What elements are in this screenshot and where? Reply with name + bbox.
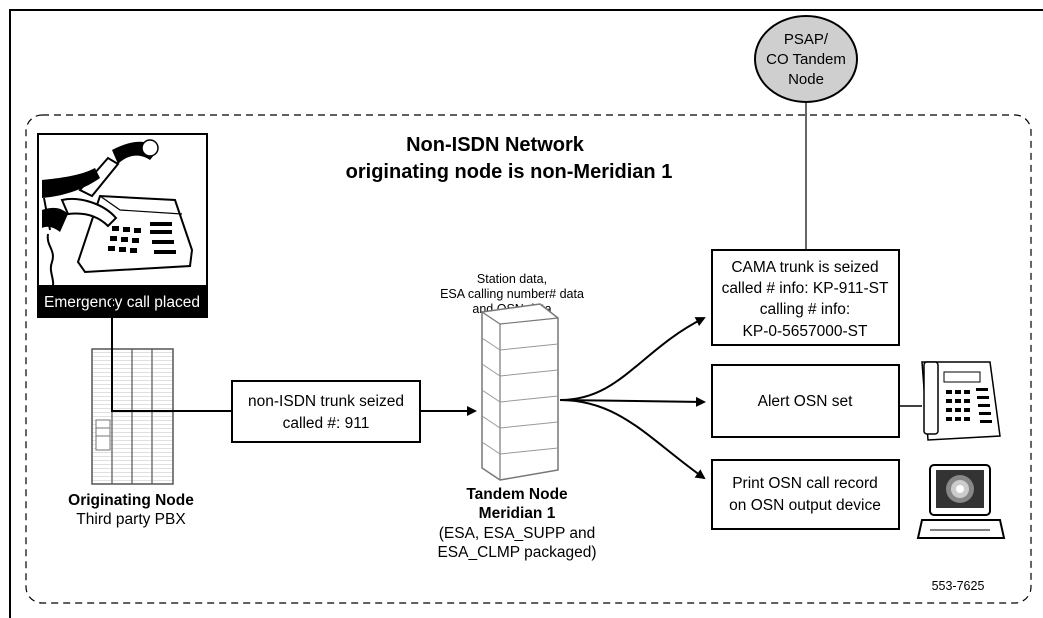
emergency-phone-illustration: Emergency call placed	[37, 133, 208, 318]
network-subtitle: originating node is non-Meridian 1	[346, 161, 673, 183]
trunk-seized-box: non-ISDN trunk seized called #: 911	[231, 380, 421, 443]
osn-output-device-icon	[916, 464, 1006, 539]
network-title: Non-ISDN Network	[406, 134, 585, 156]
tandem-node-cabinet-icon	[481, 303, 559, 481]
psap-node: PSAP/ CO Tandem Node	[754, 15, 858, 103]
station-data-line-1: Station data,	[477, 272, 547, 286]
cama-box-line-1: CAMA trunk is seized	[731, 259, 878, 276]
arrow-to-alert	[559, 396, 706, 407]
cama-trunk-box: CAMA trunk is seized called # info: KP-9…	[711, 249, 900, 346]
cama-box-line-3: calling # info:	[760, 301, 850, 318]
pbx-cabinet-icon	[91, 348, 174, 485]
tandem-node-line-1: Tandem Node	[466, 486, 568, 503]
print-box-line-1: Print OSN call record	[732, 475, 878, 492]
tandem-node-line-2: Meridian 1	[479, 505, 556, 522]
print-box-line-2: on OSN output device	[729, 497, 881, 514]
arrow-to-cama	[559, 317, 706, 401]
originating-node-name: Originating Node	[68, 492, 194, 509]
alert-box-line-1: Alert OSN set	[758, 393, 853, 410]
cama-box-line-4: KP-0-5657000-ST	[743, 323, 868, 340]
psap-label-3: Node	[788, 71, 824, 88]
osn-phone-set-icon	[921, 361, 1001, 441]
tandem-node-line-4: ESA_CLMP packaged)	[437, 544, 596, 561]
trunk-box-line-1: non-ISDN trunk seized	[248, 393, 404, 410]
alert-osn-box: Alert OSN set	[711, 364, 900, 438]
arrow-to-print	[559, 399, 706, 480]
network-boundary	[25, 114, 1032, 604]
print-osn-record-box: Print OSN call record on OSN output devi…	[711, 459, 900, 530]
figure-number: 553-7625	[932, 579, 985, 593]
call-path-line	[111, 299, 232, 412]
trunk-box-line-2: called #: 911	[283, 415, 370, 432]
station-data-line-2: ESA calling number# data	[440, 287, 584, 301]
psap-label-2: CO Tandem	[766, 51, 846, 68]
figure-frame	[9, 9, 1043, 618]
cama-box-line-2: called # info: KP-911-ST	[722, 280, 889, 297]
emergency-caption: Emergency call placed	[44, 294, 200, 311]
originating-node-detail: Third party PBX	[76, 511, 186, 528]
emergency-caption-bg	[38, 285, 207, 317]
tandem-node-line-3: (ESA, ESA_SUPP and	[439, 525, 596, 542]
psap-label-1: PSAP/	[784, 31, 829, 48]
